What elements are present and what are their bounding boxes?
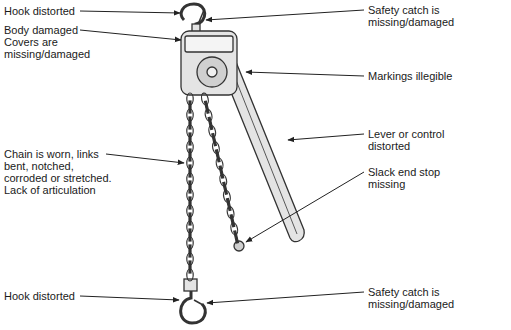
callout-label: Hook distorted: [4, 290, 104, 302]
lever-detail: [232, 70, 297, 234]
leader-line: [106, 154, 184, 163]
chain-link: [189, 245, 191, 257]
leader-line: [80, 30, 181, 40]
leader-line: [207, 292, 364, 303]
leader-line: [80, 11, 180, 13]
leader-line: [80, 296, 179, 300]
callout-label: Safety catch is missing/damaged: [368, 4, 480, 28]
top-safety-catch: [199, 10, 204, 22]
wheel-cover: [197, 57, 227, 87]
wheel-hub: [207, 67, 217, 77]
chain-link: [234, 231, 239, 243]
chain-link: [189, 133, 191, 145]
callout-label: Safety catch is missing/damaged: [368, 286, 480, 310]
callout-label: Chain is worn, links bent, notched, corr…: [4, 148, 112, 196]
chain-link: [189, 229, 191, 241]
chain-link: [189, 197, 191, 209]
chain-link: [189, 149, 191, 161]
hoist-body: [181, 31, 237, 95]
callout-label: Lever or control distorted: [368, 128, 480, 152]
leader-lines: [80, 10, 364, 303]
bottom-hook: [181, 291, 206, 323]
callout-label: Hook distorted: [4, 5, 104, 17]
chains: [187, 92, 239, 281]
chain-link: [189, 213, 191, 225]
chain-link: [189, 117, 191, 129]
markings-plate: [185, 36, 233, 52]
chain-link: [187, 269, 193, 281]
hoist: [181, 4, 305, 323]
leader-line: [246, 172, 364, 242]
callout-label: Body damaged Covers are missing/damaged: [4, 24, 99, 60]
bottom-safety-catch: [194, 300, 203, 305]
slack-end-stop: [234, 241, 244, 251]
leader-line: [206, 10, 364, 20]
chain-link: [189, 165, 191, 177]
callout-label: Markings illegible: [368, 70, 480, 82]
leader-line: [288, 134, 364, 140]
chain-link: [189, 261, 191, 273]
chain-link: [189, 101, 191, 113]
chain-link: [189, 181, 191, 193]
callout-label: Slack end stop missing: [368, 166, 480, 190]
leader-line: [246, 72, 364, 76]
